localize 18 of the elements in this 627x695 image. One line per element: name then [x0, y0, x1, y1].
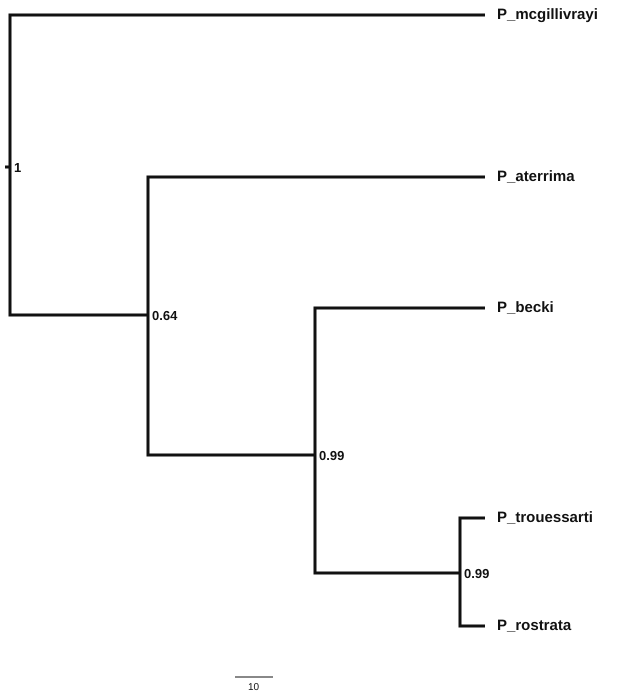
taxon-label: P_mcgillivrayi — [497, 6, 598, 24]
tree-branch — [314, 455, 460, 574]
support-value: 0.99 — [464, 565, 490, 583]
taxon-label: P_rostrata — [497, 617, 572, 635]
tree-branch — [458, 516, 485, 573]
tree-branch — [8, 167, 148, 316]
taxon-label: P_aterrima — [497, 168, 575, 186]
support-value: 0.99 — [319, 447, 344, 465]
taxon-label: P_becki — [497, 299, 554, 317]
support-value: 0.64 — [152, 307, 178, 325]
tree-branch — [314, 306, 485, 455]
tree-branch — [146, 176, 485, 315]
tree-branch — [146, 315, 315, 456]
tree-branch — [458, 573, 485, 628]
taxon-label: P_trouessarti — [497, 509, 593, 527]
support-value: 1 — [14, 159, 22, 177]
scale-label: 10 — [248, 682, 260, 693]
tree-branch — [8, 14, 485, 167]
